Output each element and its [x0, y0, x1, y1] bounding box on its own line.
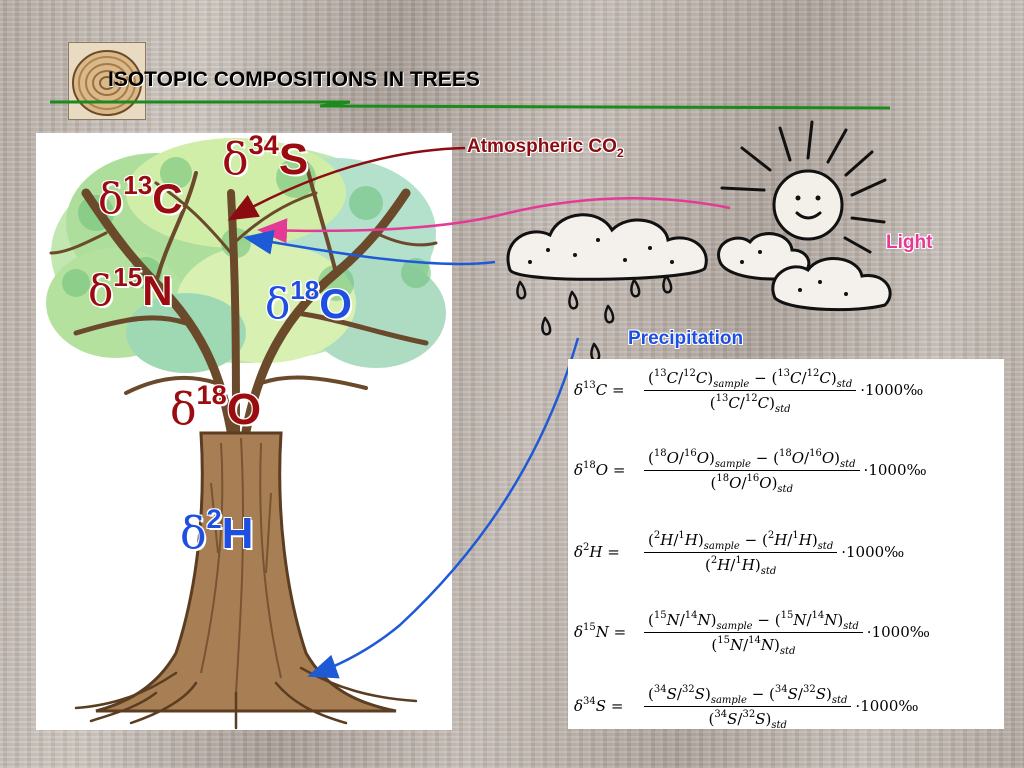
sun-icon	[720, 120, 887, 254]
equation-lhs: δ18O =	[574, 460, 626, 480]
equation-fraction: (15N/14N)sample − (15N/14N)std(15N/14N)s…	[644, 610, 863, 657]
element-symbol: S	[278, 135, 309, 184]
delta-symbol: δ	[98, 174, 124, 223]
per-mil-factor: ·1000‰	[841, 543, 905, 561]
equation-fraction: (2H/1H)sample − (2H/1H)std(2H/1H)std	[644, 530, 838, 577]
co2-subscript: 2	[616, 145, 624, 160]
delta-equation: δ15N = (15N/14N)sample − (15N/14N)std(15N…	[574, 601, 1002, 663]
rain-clouds-icon	[506, 213, 892, 312]
delta-symbol: δ	[222, 134, 249, 185]
title-underline	[50, 100, 890, 110]
delta-2H-label: δ2H	[180, 505, 254, 558]
co2-to-leaf-arrow	[243, 229, 496, 266]
delta-symbol: δ	[265, 279, 291, 328]
co2-arrow	[227, 146, 466, 221]
equation-lhs: δ13C =	[574, 380, 625, 400]
tree-ring-icon	[72, 50, 142, 116]
delta-34S-label: δ34S	[222, 131, 309, 184]
delta-15N-label: δ15N	[88, 264, 173, 314]
element-symbol: H	[221, 509, 254, 558]
equation-denominator: (18O/16O)std	[710, 472, 793, 495]
equation-denominator: (15N/14N)std	[711, 634, 796, 657]
mass-number: 15	[113, 262, 143, 293]
delta-18O-leaf-label: δ18O	[265, 277, 352, 327]
mass-number: 18	[290, 275, 320, 306]
per-mil-factor: ·1000‰	[855, 697, 919, 715]
equation-numerator: (34S/32S)sample − (34S/32S)std	[644, 684, 852, 707]
equation-numerator: (2H/1H)sample − (2H/1H)std	[644, 530, 838, 553]
equation-lhs: δ34S =	[574, 696, 624, 716]
tree-illustration	[46, 138, 446, 730]
equation-fraction: (13C/12C)sample − (13C/12C)std(13C/12C)s…	[644, 368, 857, 415]
equation-numerator: (18O/16O)sample − (18O/16O)std	[644, 448, 860, 471]
raindrops-icon	[516, 274, 673, 362]
equation-numerator: (15N/14N)sample − (15N/14N)std	[644, 610, 863, 633]
per-mil-factor: ·1000‰	[860, 381, 924, 399]
light-label: Light	[886, 232, 933, 253]
equation-denominator: (13C/12C)std	[709, 392, 791, 415]
delta-equation: δ13C = (13C/12C)sample − (13C/12C)std(13C…	[574, 359, 1002, 421]
mass-number: 13	[123, 170, 153, 201]
atmospheric-co2-text: Atmospheric CO	[467, 136, 617, 157]
equation-fraction: (34S/32S)sample − (34S/32S)std(34S/32S)s…	[644, 684, 852, 731]
light-arrow	[257, 197, 731, 244]
precipitation-label: Precipitation	[628, 328, 744, 349]
delta-symbol: δ	[170, 384, 197, 435]
element-symbol: O	[319, 280, 352, 327]
delta-symbol: δ	[88, 266, 114, 315]
element-symbol: C	[152, 175, 183, 222]
atmospheric-co2-label: Atmospheric CO2	[467, 136, 624, 160]
equation-lhs: δ2H =	[574, 542, 620, 562]
equation-denominator: (2H/1H)std	[704, 554, 777, 577]
mass-number: 18	[196, 379, 227, 411]
element-symbol: N	[142, 267, 173, 314]
delta-equation: δ34S = (34S/32S)sample − (34S/32S)std(34S…	[574, 675, 1002, 737]
page-title: ISOTOPIC COMPOSITIONS IN TREES	[108, 68, 480, 91]
equation-fraction: (18O/16O)sample − (18O/16O)std(18O/16O)s…	[644, 448, 860, 495]
element-symbol: O	[226, 385, 262, 434]
mass-number: 34	[248, 129, 279, 161]
delta-symbol: δ	[180, 508, 207, 559]
mass-number: 2	[206, 503, 222, 535]
delta-13C-label: δ13C	[98, 172, 183, 222]
equation-denominator: (34S/32S)std	[708, 708, 787, 731]
per-mil-factor: ·1000‰	[866, 623, 930, 641]
precipitation-arrow	[307, 337, 580, 679]
equation-lhs: δ15N =	[574, 622, 627, 642]
delta-equation: δ2H = (2H/1H)sample − (2H/1H)std(2H/1H)st…	[574, 521, 1002, 583]
delta-equation: δ18O = (18O/16O)sample − (18O/16O)std(18O…	[574, 439, 1002, 501]
delta-equations-panel: δ13C = (13C/12C)sample − (13C/12C)std(13C…	[568, 359, 1004, 730]
tree-ring-logo	[68, 42, 146, 120]
equation-numerator: (13C/12C)sample − (13C/12C)std	[644, 368, 857, 391]
per-mil-factor: ·1000‰	[863, 461, 927, 479]
delta-18O-trunk-label: δ18O	[170, 381, 262, 434]
